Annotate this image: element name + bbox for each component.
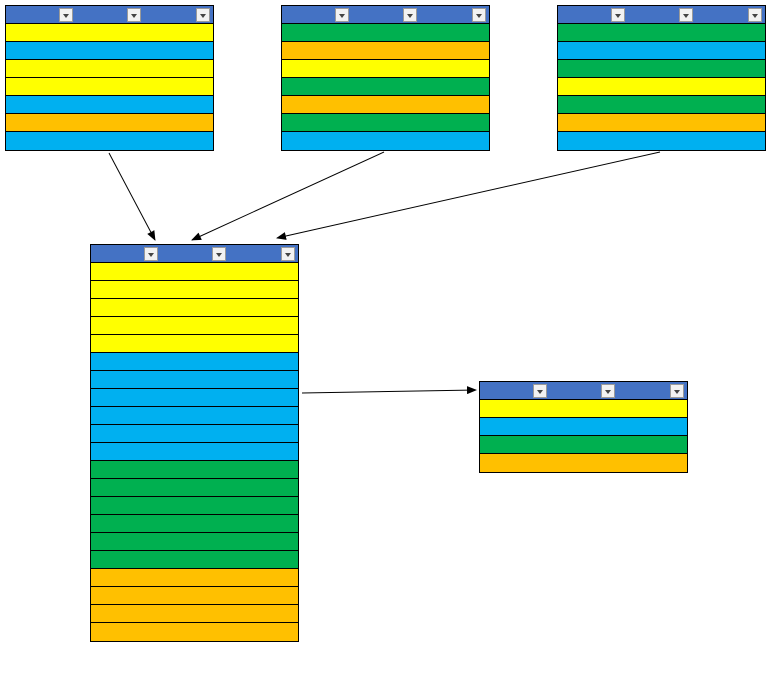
source-table-1	[5, 5, 214, 151]
table-row	[6, 114, 213, 132]
table-header	[480, 382, 687, 400]
table-row	[91, 461, 298, 479]
table-row	[91, 335, 298, 353]
table-row	[282, 132, 489, 150]
table-row	[282, 78, 489, 96]
table-row	[91, 407, 298, 425]
table-row	[282, 60, 489, 78]
chevron-down-icon[interactable]	[670, 384, 684, 398]
table-row	[91, 587, 298, 605]
chevron-down-icon[interactable]	[472, 8, 486, 22]
table-row	[91, 371, 298, 389]
table-row	[6, 60, 213, 78]
table-row	[91, 317, 298, 335]
table-row	[480, 418, 687, 436]
table-row	[282, 96, 489, 114]
chevron-down-icon[interactable]	[335, 8, 349, 22]
table-row	[558, 132, 765, 150]
table-row	[91, 497, 298, 515]
table-row	[480, 400, 687, 418]
table-row	[91, 353, 298, 371]
chevron-down-icon[interactable]	[403, 8, 417, 22]
table-row	[91, 605, 298, 623]
chevron-down-icon[interactable]	[59, 8, 73, 22]
table-row	[91, 623, 298, 641]
table-row	[6, 78, 213, 96]
combined-table	[90, 244, 299, 642]
table-row	[480, 436, 687, 454]
table-header	[282, 6, 489, 24]
source-table-2	[281, 5, 490, 151]
table-row	[91, 443, 298, 461]
table-row	[6, 96, 213, 114]
table-row	[91, 389, 298, 407]
chevron-down-icon[interactable]	[144, 247, 158, 261]
arrow-source-1-to-combined	[108, 152, 156, 241]
source-table-3	[557, 5, 766, 151]
chevron-down-icon[interactable]	[679, 8, 693, 22]
chevron-down-icon[interactable]	[748, 8, 762, 22]
table-row	[6, 132, 213, 150]
table-header	[6, 6, 213, 24]
table-header	[91, 245, 298, 263]
table-row	[558, 42, 765, 60]
table-row	[91, 281, 298, 299]
table-row	[91, 515, 298, 533]
table-row	[6, 24, 213, 42]
table-row	[91, 551, 298, 569]
table-row	[91, 425, 298, 443]
table-header	[558, 6, 765, 24]
table-row	[558, 114, 765, 132]
chevron-down-icon[interactable]	[533, 384, 547, 398]
chevron-down-icon[interactable]	[611, 8, 625, 22]
arrow-source-2-to-combined	[191, 151, 385, 241]
chevron-down-icon[interactable]	[212, 247, 226, 261]
result-table	[479, 381, 688, 473]
table-row	[91, 299, 298, 317]
table-row	[91, 569, 298, 587]
chevron-down-icon[interactable]	[281, 247, 295, 261]
table-row	[6, 42, 213, 60]
arrow-source-3-to-combined	[276, 151, 661, 240]
table-row	[558, 78, 765, 96]
table-row	[282, 114, 489, 132]
table-row	[91, 533, 298, 551]
arrow-combined-to-result	[301, 386, 477, 395]
chevron-down-icon[interactable]	[127, 8, 141, 22]
chevron-down-icon[interactable]	[196, 8, 210, 22]
table-row	[558, 60, 765, 78]
table-row	[558, 96, 765, 114]
table-row	[282, 42, 489, 60]
chevron-down-icon[interactable]	[601, 384, 615, 398]
table-row	[282, 24, 489, 42]
table-row	[91, 263, 298, 281]
table-row	[480, 454, 687, 472]
table-row	[91, 479, 298, 497]
table-row	[558, 24, 765, 42]
